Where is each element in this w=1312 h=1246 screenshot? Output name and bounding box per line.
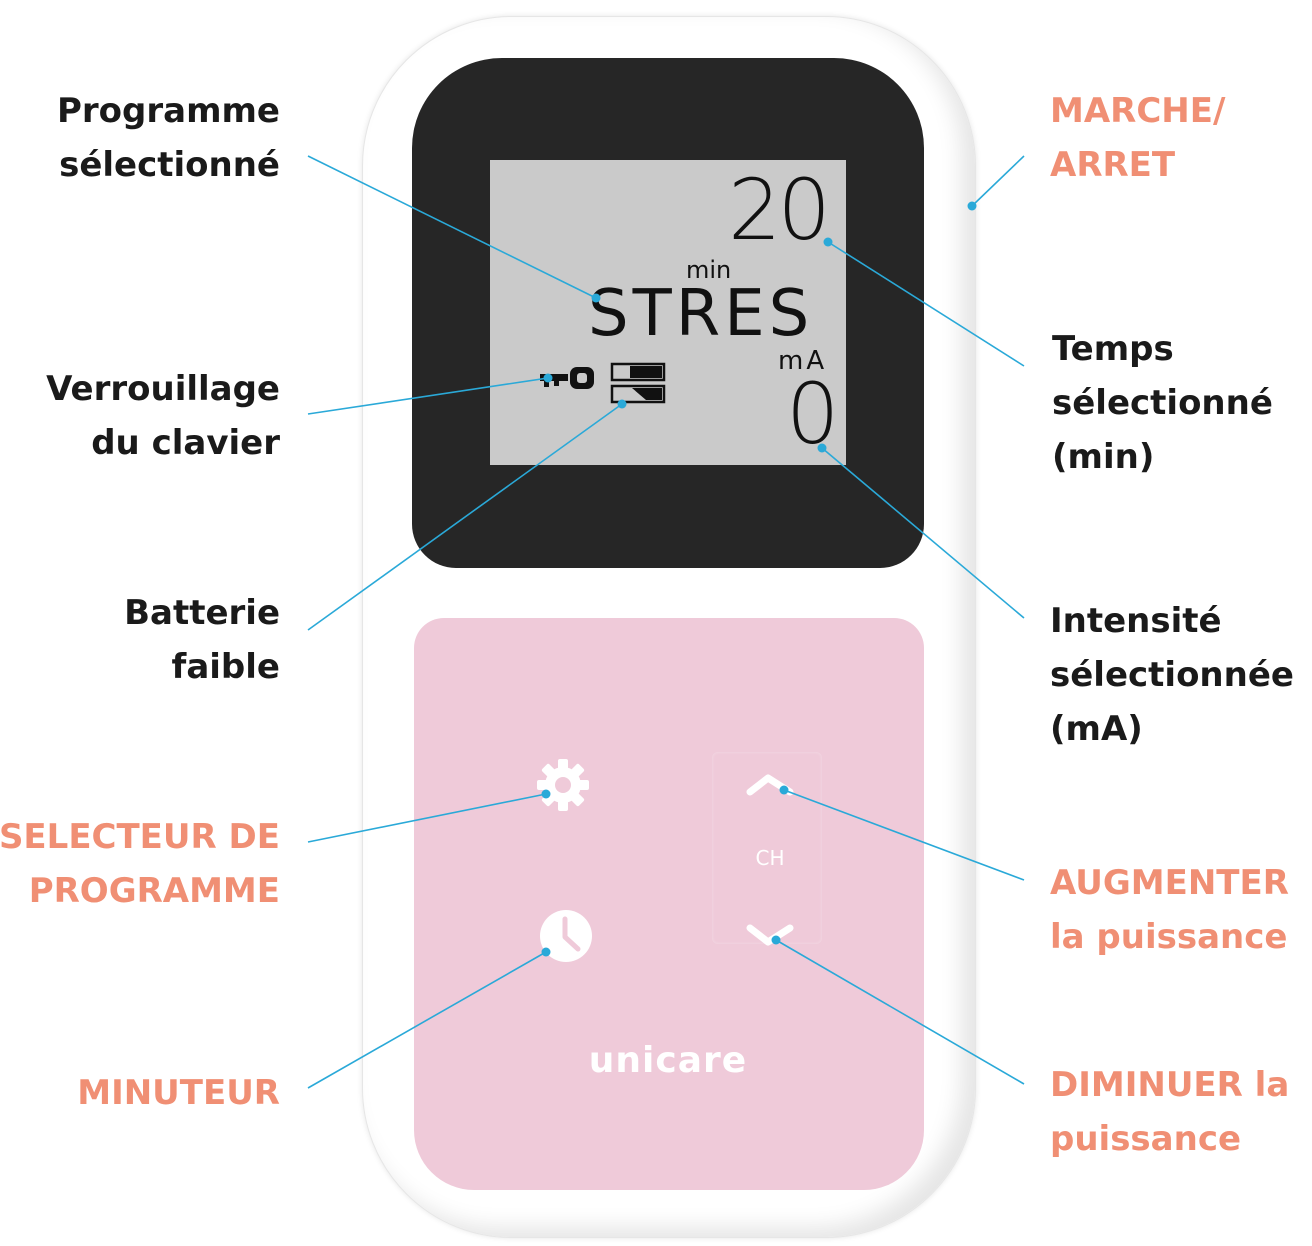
lcd-screen xyxy=(490,160,846,465)
lcd-program-name: STRES xyxy=(588,277,814,351)
leader-selecteur xyxy=(307,793,547,843)
dot-marche xyxy=(967,201,977,211)
leader-temps xyxy=(827,241,1025,367)
key-icon xyxy=(540,367,594,389)
brand-logo: unicare xyxy=(588,1040,748,1081)
channel-label: CH xyxy=(755,846,785,870)
chevron-down-icon[interactable] xyxy=(746,922,794,948)
battery-icon xyxy=(610,362,666,404)
leader-verrouillage xyxy=(307,377,549,415)
dot-batterie xyxy=(617,399,627,409)
dot-verrouillage xyxy=(543,373,553,383)
dot-minuteur xyxy=(541,947,551,957)
button-pad xyxy=(414,618,924,1190)
lcd-time-value: 20 xyxy=(728,161,831,259)
leader-augmenter xyxy=(783,789,1025,881)
lcd-intensity-unit: mA xyxy=(778,346,828,376)
lcd-intensity-value: 0 xyxy=(786,365,840,463)
leader-intensite xyxy=(821,447,1025,619)
leader-marche xyxy=(971,155,1025,207)
dot-intensite xyxy=(817,443,827,453)
dot-selecteur xyxy=(541,789,551,799)
label-marche-arret: MARCHE/ARRET xyxy=(1050,91,1226,185)
clock-icon[interactable] xyxy=(538,908,594,964)
gear-icon[interactable] xyxy=(534,756,592,814)
label-minuteur: MINUTEUR xyxy=(77,1073,280,1113)
leader-programme xyxy=(307,155,597,299)
leader-minuteur xyxy=(307,951,547,1089)
leader-diminuer xyxy=(775,939,1025,1085)
leader-batterie xyxy=(307,403,623,631)
dot-programme xyxy=(591,293,601,303)
lcd-time-unit: min xyxy=(686,256,732,284)
dot-augmenter xyxy=(779,785,789,795)
dot-temps xyxy=(823,237,833,247)
dot-diminuer xyxy=(771,935,781,945)
